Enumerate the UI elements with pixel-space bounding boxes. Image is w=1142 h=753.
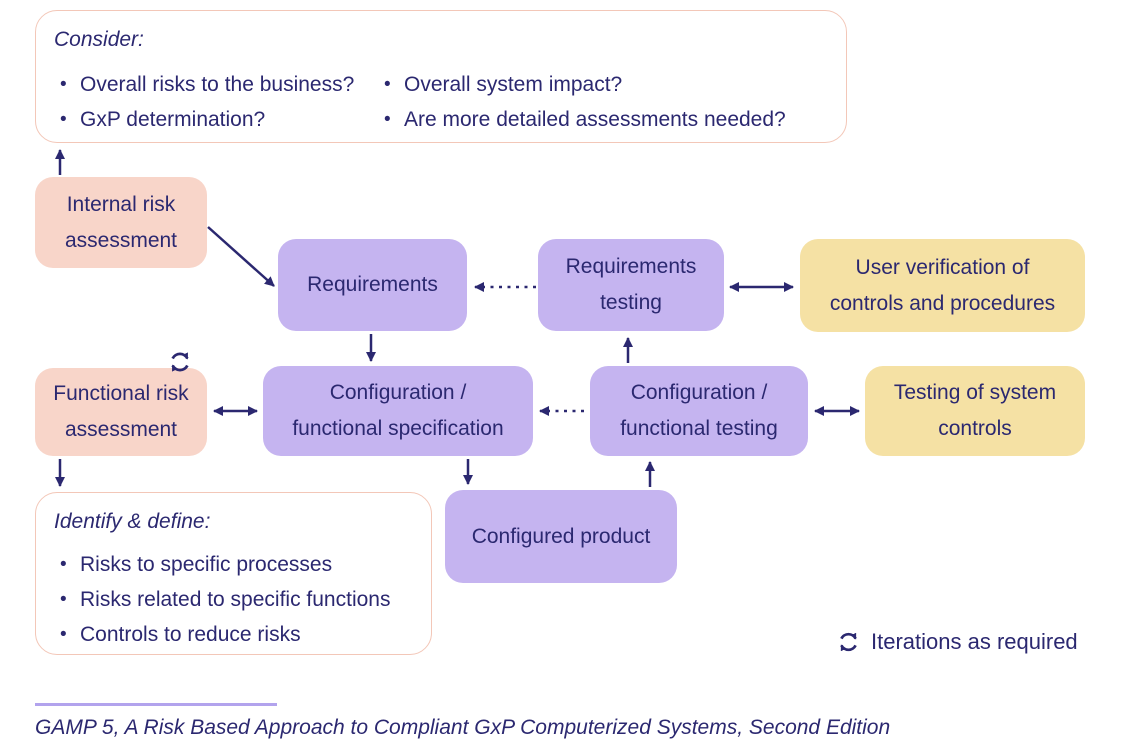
configuration-functional-specification-box: Configuration / functional specification xyxy=(263,366,533,456)
box-label-line: testing xyxy=(600,291,662,314)
box-label-line: functional specification xyxy=(292,417,504,440)
consider-bullets-col1: Overall risks to the business? GxP deter… xyxy=(54,67,372,137)
identify-bullet: Controls to reduce risks xyxy=(54,617,413,652)
box-label-line: User verification of xyxy=(855,255,1030,279)
arrow-internal-risk-to-requirements xyxy=(207,226,275,287)
box-label-line: Internal risk xyxy=(66,192,176,216)
citation-text: GAMP 5, A Risk Based Approach to Complia… xyxy=(35,716,891,739)
consider-note: Consider: Overall risks to the business?… xyxy=(35,10,847,143)
box-label-line: functional testing xyxy=(620,417,778,440)
functional-risk-assessment-box: Functional risk assessment xyxy=(35,368,207,456)
testing-of-system-controls-box: Testing of system controls xyxy=(865,366,1085,456)
iterations-legend: Iterations as required xyxy=(835,627,1078,657)
box-label-line: Configuration / xyxy=(630,381,768,404)
consider-bullets-col2: Overall system impact? Are more detailed… xyxy=(378,67,786,137)
consider-bullet: Overall system impact? xyxy=(378,67,786,102)
citation-divider xyxy=(35,703,277,706)
box-label-line: controls xyxy=(938,417,1012,440)
consider-bullet: Are more detailed assessments needed? xyxy=(378,102,786,137)
consider-columns: Overall risks to the business? GxP deter… xyxy=(54,55,828,137)
user-verification-box: User verification of controls and proced… xyxy=(800,239,1085,332)
box-label-line: controls and procedures xyxy=(829,291,1056,315)
box-label-line: Requirements xyxy=(565,255,697,278)
configured-product-box: Configured product xyxy=(445,490,677,583)
requirements-box: Requirements xyxy=(278,239,467,331)
citation: GAMP 5, A Risk Based Approach to Complia… xyxy=(35,703,890,741)
box-label-line: Requirements xyxy=(307,273,438,296)
consider-title: Consider: xyxy=(54,28,144,51)
iterations-icon xyxy=(171,352,189,372)
identify-define-note: Identify & define: Risks to specific pro… xyxy=(35,492,432,655)
internal-risk-assessment-box: Internal risk assessment xyxy=(35,177,207,268)
identify-bullet: Risks related to specific functions xyxy=(54,582,413,617)
box-label-line: Configured product xyxy=(471,524,651,548)
requirements-testing-box: Requirements testing xyxy=(538,239,724,331)
box-label-line: assessment xyxy=(64,228,178,252)
identify-bullet: Risks to specific processes xyxy=(54,547,413,582)
iterations-label: Iterations as required xyxy=(871,629,1078,654)
box-label-line: Functional risk xyxy=(53,382,189,405)
identify-bullets: Risks to specific processes Risks relate… xyxy=(54,547,413,652)
configuration-functional-testing-box: Configuration / functional testing xyxy=(590,366,808,456)
box-label-line: Testing of system xyxy=(893,381,1057,404)
consider-bullet: Overall risks to the business? xyxy=(54,67,372,102)
box-label-line: Configuration / xyxy=(329,381,467,404)
consider-bullet: GxP determination? xyxy=(54,102,372,137)
identify-title: Identify & define: xyxy=(54,510,211,533)
box-label-line: assessment xyxy=(64,418,178,441)
iterations-icon xyxy=(840,632,857,652)
